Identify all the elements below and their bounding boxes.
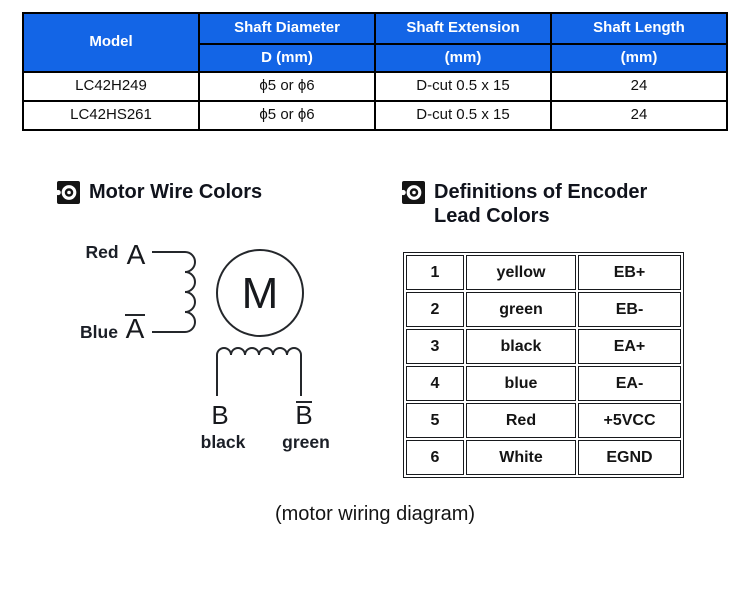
spec-header-shaft-diameter: Shaft Diameter [198, 12, 376, 45]
encoder-color: yellow [466, 255, 576, 290]
wire-label-blue: Blue [80, 322, 118, 342]
encoder-signal: EB- [578, 292, 681, 327]
encoder-color: White [466, 440, 576, 475]
encoder-signal: EA+ [578, 329, 681, 364]
target-bullet-icon [57, 181, 80, 204]
table-row: 1 yellow EB+ [406, 255, 681, 290]
phase-a-coil [184, 251, 196, 333]
spec-cell-diameter: ϕ5 or ϕ6 [198, 71, 376, 102]
table-row: LC42H249 ϕ5 or ϕ6 D-cut 0.5 x 15 24 [22, 71, 728, 102]
encoder-lead-table: 1 yellow EB+ 2 green EB- 3 black EA+ 4 b… [403, 252, 684, 478]
wire-label-black: black [201, 432, 246, 452]
table-row: 4 blue EA- [406, 366, 681, 401]
shaft-spec-table: Model Shaft Diameter Shaft Extension Sha… [22, 12, 728, 131]
section-title-line1: Definitions of Encoder [434, 181, 648, 203]
table-row: 2 green EB- [406, 292, 681, 327]
table-row: 6 White EGND [406, 440, 681, 475]
encoder-pin: 6 [406, 440, 464, 475]
encoder-signal: +5VCC [578, 403, 681, 438]
spec-subheader-extension-unit: (mm) [374, 43, 552, 73]
encoder-lead-colors-heading: Definitions of Encoder Lead Colors [402, 180, 647, 228]
terminal-b: B [211, 400, 228, 430]
wire-label-red: Red [85, 242, 118, 262]
spec-subheader-length-unit: (mm) [550, 43, 728, 73]
wire-label-green: green [282, 432, 330, 452]
encoder-pin: 5 [406, 403, 464, 438]
section-title: Motor Wire Colors [89, 181, 263, 203]
spec-subheader-diameter-unit: D (mm) [198, 43, 376, 73]
spec-cell-length: 24 [550, 100, 728, 131]
encoder-signal: EB+ [578, 255, 681, 290]
spec-cell-extension: D-cut 0.5 x 15 [374, 100, 552, 131]
encoder-signal: EA- [578, 366, 681, 401]
terminal-b-bar: B [295, 400, 312, 430]
motor-symbol: M [242, 269, 279, 318]
spec-cell-extension: D-cut 0.5 x 15 [374, 71, 552, 102]
spec-cell-length: 24 [550, 71, 728, 102]
table-row: 5 Red +5VCC [406, 403, 681, 438]
encoder-pin: 3 [406, 329, 464, 364]
encoder-pin: 2 [406, 292, 464, 327]
encoder-color: green [466, 292, 576, 327]
spec-cell-model: LC42H249 [22, 71, 200, 102]
encoder-pin: 1 [406, 255, 464, 290]
encoder-color: blue [466, 366, 576, 401]
target-bullet-icon [402, 181, 425, 204]
figure-caption: (motor wiring diagram) [274, 503, 476, 525]
motor-circle [216, 249, 304, 337]
encoder-color: black [466, 329, 576, 364]
encoder-pin: 4 [406, 366, 464, 401]
encoder-signal: EGND [578, 440, 681, 475]
spec-header-model: Model [22, 12, 200, 73]
motor-wiring-diagram: Red A Blue A M B B black green [80, 239, 330, 452]
table-row: LC42HS261 ϕ5 or ϕ6 D-cut 0.5 x 15 24 [22, 100, 728, 131]
terminal-a-bar: A [126, 313, 145, 344]
table-row: 3 black EA+ [406, 329, 681, 364]
spec-header-shaft-length: Shaft Length [550, 12, 728, 45]
spec-cell-diameter: ϕ5 or ϕ6 [198, 100, 376, 131]
spec-cell-model: LC42HS261 [22, 100, 200, 131]
phase-b-coil [216, 347, 302, 396]
section-title-line2: Lead Colors [434, 205, 550, 227]
encoder-color: Red [466, 403, 576, 438]
motor-wire-colors-heading: Motor Wire Colors [57, 180, 262, 204]
terminal-a: A [127, 239, 146, 270]
spec-header-shaft-extension: Shaft Extension [374, 12, 552, 45]
